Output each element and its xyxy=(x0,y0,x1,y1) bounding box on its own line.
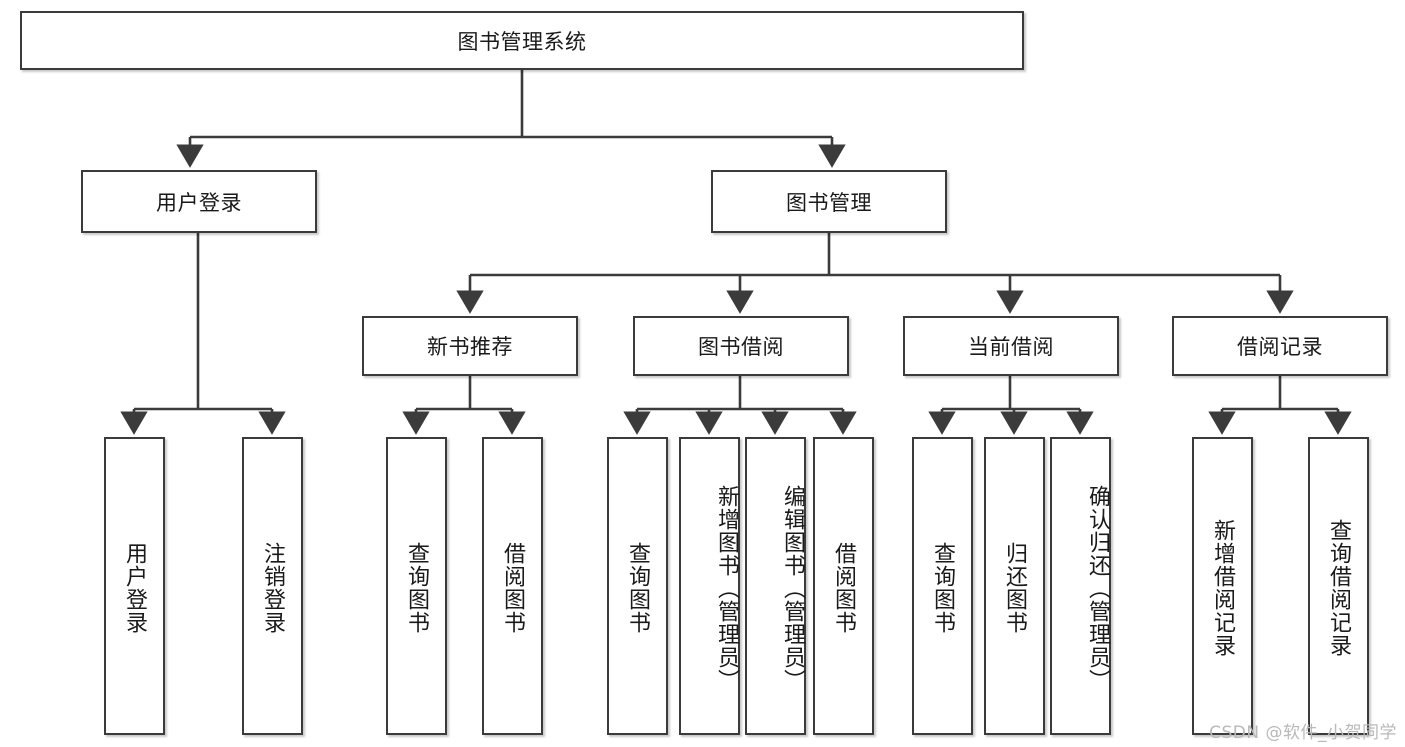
node-leaf-user-login-label: 用户登录 xyxy=(122,542,148,634)
node-leaf-add-record-label: 新增借阅记录 xyxy=(1210,519,1236,657)
node-current-borrow[interactable]: 当前借阅 xyxy=(903,316,1119,376)
node-leaf-query-book-3-label: 查询图书 xyxy=(930,542,956,634)
node-current-borrow-label: 当前借阅 xyxy=(968,335,1054,359)
node-leaf-query-book-1-label: 查询图书 xyxy=(404,542,430,634)
node-leaf-query-book-2-label: 查询图书 xyxy=(625,542,651,634)
node-user-login[interactable]: 用户登录 xyxy=(81,170,317,233)
node-book-manage[interactable]: 图书管理 xyxy=(711,170,947,233)
node-new-book-rec-label: 新书推荐 xyxy=(427,335,513,359)
node-leaf-return-book[interactable]: 归还图书 xyxy=(984,437,1045,735)
node-root[interactable]: 图书管理系统 xyxy=(20,11,1024,70)
node-user-login-label: 用户登录 xyxy=(156,190,242,215)
node-borrow-record[interactable]: 借阅记录 xyxy=(1172,316,1388,376)
node-leaf-add-record[interactable]: 新增借阅记录 xyxy=(1192,437,1253,735)
node-leaf-user-logout-label: 注销登录 xyxy=(260,542,286,634)
node-leaf-return-book-label: 归还图书 xyxy=(1002,542,1028,634)
node-leaf-query-record-label: 查询借阅记录 xyxy=(1326,519,1352,657)
node-book-borrow[interactable]: 图书借阅 xyxy=(633,316,849,376)
node-leaf-user-login[interactable]: 用户登录 xyxy=(104,437,165,735)
node-leaf-add-book-label: 新增图书（管理员） xyxy=(714,484,739,692)
node-new-book-rec[interactable]: 新书推荐 xyxy=(362,316,578,376)
node-leaf-user-logout[interactable]: 注销登录 xyxy=(242,437,303,735)
node-leaf-borrow-book-1[interactable]: 借阅图书 xyxy=(482,437,543,735)
node-leaf-edit-book[interactable]: 编辑图书（管理员） xyxy=(745,437,806,735)
node-book-manage-label: 图书管理 xyxy=(786,190,872,215)
node-leaf-confirm-return[interactable]: 确认归还（管理员） xyxy=(1050,437,1111,735)
node-leaf-query-book-3[interactable]: 查询图书 xyxy=(912,437,973,735)
node-borrow-record-label: 借阅记录 xyxy=(1237,335,1323,359)
node-leaf-query-record[interactable]: 查询借阅记录 xyxy=(1308,437,1369,735)
node-leaf-confirm-return-label: 确认归还（管理员） xyxy=(1085,484,1110,692)
node-leaf-query-book-2[interactable]: 查询图书 xyxy=(607,437,668,735)
node-leaf-add-book[interactable]: 新增图书（管理员） xyxy=(679,437,740,735)
node-leaf-query-book-1[interactable]: 查询图书 xyxy=(386,437,447,735)
node-leaf-borrow-book-2-label: 借阅图书 xyxy=(831,542,857,634)
node-book-borrow-label: 图书借阅 xyxy=(698,335,784,359)
node-leaf-edit-book-label: 编辑图书（管理员） xyxy=(780,484,805,692)
node-leaf-borrow-book-1-label: 借阅图书 xyxy=(500,542,526,634)
node-root-label: 图书管理系统 xyxy=(457,29,587,54)
node-leaf-borrow-book-2[interactable]: 借阅图书 xyxy=(813,437,874,735)
watermark-text: CSDN @软件_小贺同学 xyxy=(1209,723,1397,743)
